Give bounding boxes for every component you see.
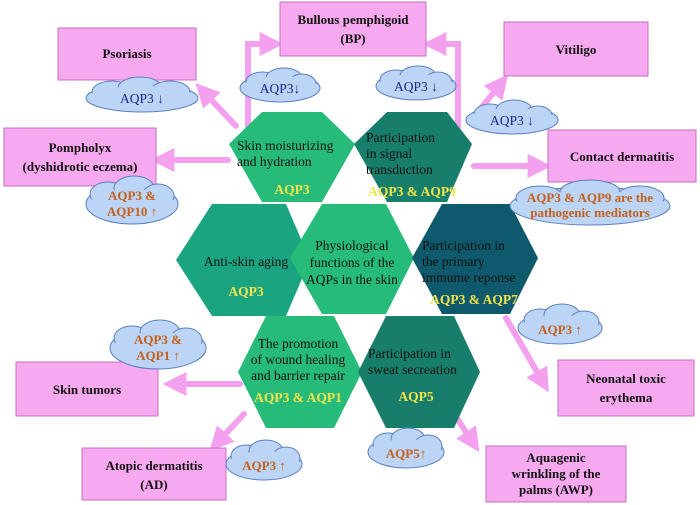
hexagon-sweat: Participation in sweat secreation AQP5 [358,316,480,428]
hexagon-moisturizing: Skin moisturizing and hydration AQP3 [229,112,355,202]
hexagon-immune-line3: immume reponse [422,270,515,285]
cloud-immune-text: AQP3 ↑ [538,322,582,337]
disease-box-contact: Contact dermatitis [547,129,697,183]
cloud-tumors-line2: AQP1 ↑ [136,348,180,363]
hexagon-wound-line3: and barrier repair [251,368,345,383]
hexagon-antiaging: Anti-skin aging AQP3 [176,204,310,316]
cloud-bp-text: AQP3↓ [260,81,301,96]
cloud-immune: AQP3 ↑ [517,303,603,345]
hexagon-signal-line3: transduction [366,162,433,177]
disease-box-atopic: Atopic dermatitis (AD) [81,447,227,501]
cloud-aquagenic: AQP5↑ [367,427,445,469]
disease-label-psoriasis: Psoriasis [102,46,151,61]
disease-label-tumors: Skin tumors [53,382,121,397]
arrow-to-psoriasis [195,83,239,129]
cloud-signal-text: AQP3 ↓ [394,79,438,94]
hexagon-signal-line1: Participation [366,130,435,145]
cloud-pompholyx: AQP3 & AQP10 ↑ [85,175,179,225]
disease-box-aquagenic: Aquagenic wrinkling of the palms (AWP) [485,445,627,503]
disease-label-aquagenic-line3: palms (AWP) [519,482,593,497]
hexagon-immune-line1: Participation in [422,238,505,253]
hexagon-wound: The promotion of wound healing and barri… [238,316,362,428]
disease-label-contact: Contact dermatitis [570,149,674,164]
arrow-to-neonatal [503,315,549,393]
hexagon-immune: Participation in the primary immume repo… [412,204,538,314]
disease-label-bp-line2: (BP) [340,31,365,46]
disease-label-aquagenic-line2: wrinkling of the [512,466,601,481]
cloud-contact-line2: pathogenic mediators [530,205,650,220]
hexagon-center-line2: functions of the [310,255,395,270]
disease-label-pompholyx-line2: (dyshidrotic eczema) [23,159,138,174]
hexagon-center: Physiological functions of the AQPs in t… [290,204,414,314]
hexagon-center-line3: AQPs in the skin [306,272,398,287]
hexagon-sweat-line1: Participation in [368,346,451,361]
cloud-tumors-line1: AQP3 & [134,332,182,347]
annotation-clouds: AQP3 ↓ AQP3↓ AQP3 ↓ AQP3 ↓ [85,65,671,481]
disease-boxes: Bullous pemphigoid (BP) Psoriasis Vitili… [3,1,697,503]
hexagon-antiaging-line1: Anti-skin aging [204,254,289,269]
disease-box-psoriasis: Psoriasis [57,27,197,81]
cloud-contact-line1: AQP3 & AQP9 are the [527,190,653,205]
cloud-aquagenic-text: AQP5↑ [386,446,426,461]
arrow-to-bp-left [245,32,284,135]
cloud-tumors: AQP3 & AQP1 ↑ [109,319,207,370]
hexagon-sweat-line2: sweat secreation [368,362,457,377]
hexagon-wound-aqp: AQP3 & AQP1 [254,390,342,405]
hexagon-signal-aqp: AQP3 & AQP9 [368,184,456,199]
disease-label-atopic-line1: Atopic dermatitis [105,458,202,473]
cloud-vitiligo-text: AQP3 ↓ [490,113,534,128]
arrow-to-bp-right [422,31,461,131]
disease-box-vitiligo: Vitiligo [503,21,649,77]
cloud-atopic: AQP3 ↑ [225,439,303,481]
cloud-pompholyx-line2: AQP10 ↑ [107,204,157,219]
hexagon-moisturizing-line2: and hydration [237,154,312,169]
cloud-pompholyx-line1: AQP3 & [108,188,156,203]
hexagon-moisturizing-line1: Skin moisturizing [237,138,334,153]
disease-label-pompholyx-line1: Pompholyx [49,140,112,155]
hexagon-immune-line2: the primary [422,254,485,269]
cloud-contact: AQP3 & AQP9 are the pathogenic mediators [509,179,671,226]
hexagon-center-line1: Physiological [315,238,389,253]
cloud-psoriasis-text: AQP3 ↓ [120,91,164,106]
disease-box-bp: Bullous pemphigoid (BP) [279,1,427,57]
hexagon-wound-line2: of wound healing [251,352,346,367]
disease-box-tumors: Skin tumors [15,361,159,417]
disease-label-atopic-line2: (AD) [140,477,167,492]
disease-label-bp-line1: Bullous pemphigoid [298,12,410,27]
cloud-bp: AQP3↓ [239,67,321,103]
cloud-vitiligo: AQP3 ↓ [465,99,559,135]
cloud-psoriasis: AQP3 ↓ [85,76,199,113]
hexagon-antiaging-aqp: AQP3 [228,284,263,299]
cloud-atopic-text: AQP3 ↑ [242,458,286,473]
hexagon-signal: Participation in signal transduction AQP… [354,112,472,202]
disease-label-neonatal-line1: Neonatal toxic [586,371,666,386]
disease-label-neonatal-line2: erythema [600,390,653,405]
disease-box-neonatal: Neonatal toxic erythema [557,359,695,417]
hexagon-immune-aqp: AQP3 & AQP7 [430,292,518,307]
disease-label-aquagenic-line1: Aquagenic [526,450,585,465]
hexagon-signal-line2: in signal [366,146,412,161]
disease-label-vitiligo: Vitiligo [556,42,597,57]
hexagon-wound-line1: The promotion [258,336,339,351]
hexagon-moisturizing-aqp: AQP3 [274,182,309,197]
cloud-signal: AQP3 ↓ [375,65,457,101]
hexagon-sweat-aqp: AQP5 [398,389,433,404]
arrow-to-atopic [209,411,247,452]
hexagon-cluster: Skin moisturizing and hydration AQP3 Par… [176,112,538,428]
